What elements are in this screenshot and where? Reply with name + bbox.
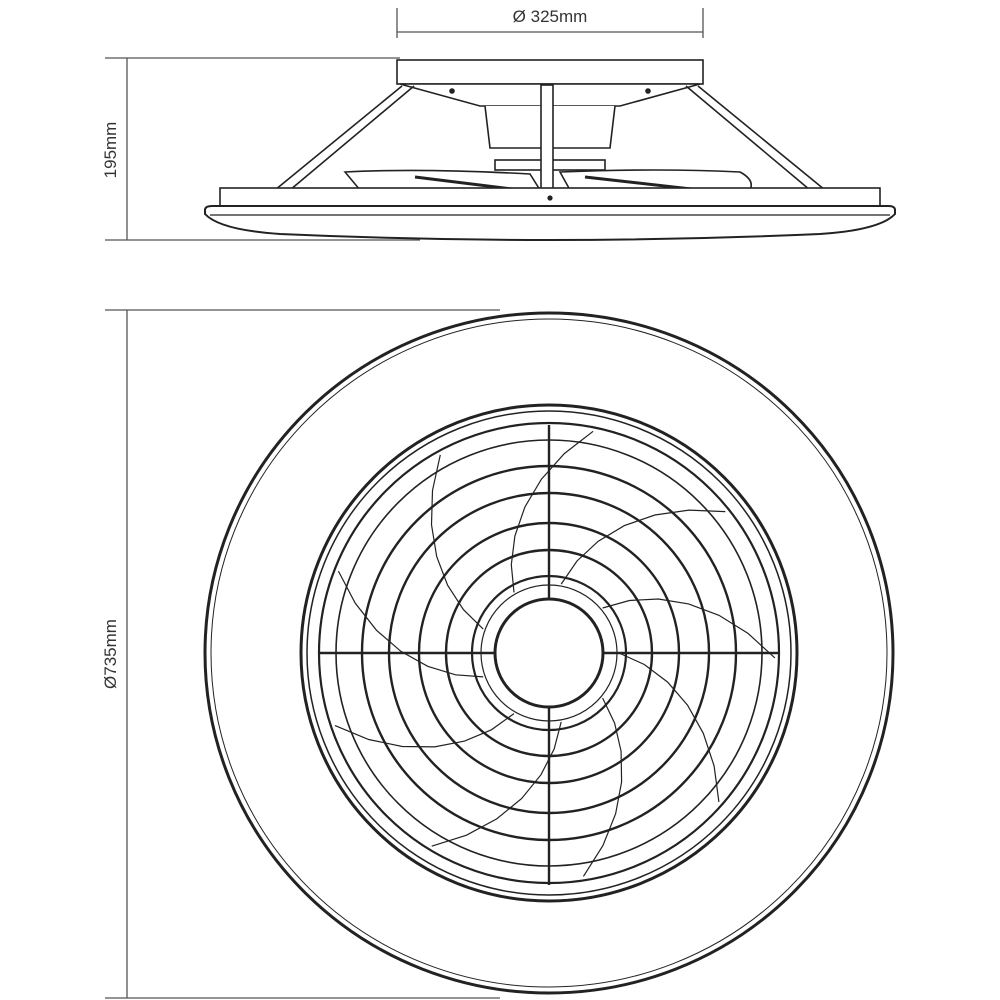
cage-ring — [299, 403, 799, 903]
bottom-view — [203, 311, 895, 995]
fan-blade-edge — [431, 721, 562, 847]
fan-blade-edge — [334, 713, 515, 748]
fan-blade-edge — [602, 598, 776, 659]
fan-blade-edge — [582, 697, 623, 877]
light-diffuser — [204, 205, 896, 241]
overall-diameter-label: Ø735mm — [101, 619, 120, 689]
fan-blade-right — [558, 169, 753, 191]
center-rod — [540, 84, 554, 191]
fan-blade-edge — [618, 652, 720, 803]
cage-ring — [306, 410, 792, 896]
strut-right — [697, 85, 826, 191]
ceiling-mount-plate — [396, 59, 704, 85]
side-view — [204, 59, 896, 241]
fan-blade-edge — [337, 570, 484, 678]
height-dimension — [105, 57, 420, 241]
mount-diameter-label: Ø 325mm — [513, 7, 588, 26]
fan-blade-edge — [560, 509, 726, 585]
strut-left — [274, 85, 403, 191]
overall-diameter-dimension — [105, 309, 500, 999]
height-label: 195mm — [101, 122, 120, 179]
outer-diffuser-ring — [203, 311, 895, 995]
center-light-opening — [493, 597, 605, 709]
mount-diameter-dimension — [396, 8, 704, 38]
fan-blade-edge — [430, 454, 484, 630]
fan-blade-edge — [510, 430, 594, 593]
fan-blades — [334, 430, 776, 877]
